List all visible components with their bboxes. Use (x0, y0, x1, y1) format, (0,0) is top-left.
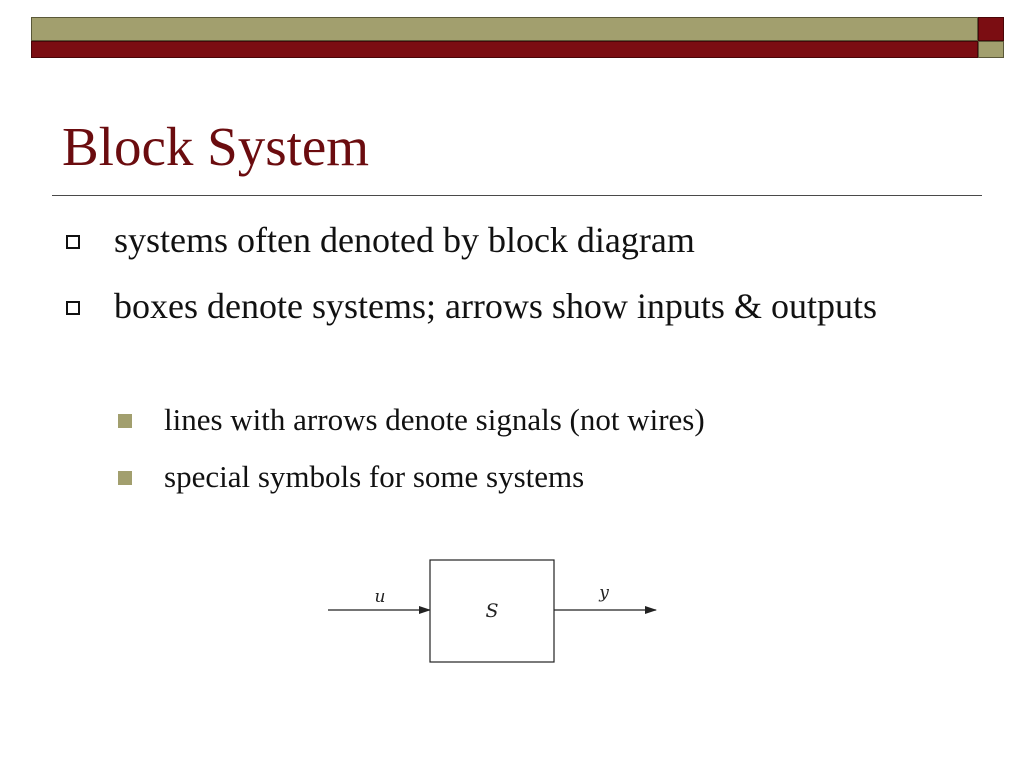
header-square-olive (978, 41, 1004, 58)
header-square-maroon (978, 17, 1004, 41)
hollow-square-bullet-icon (66, 301, 80, 315)
sub-bullet-text: special symbols for some systems (164, 459, 585, 494)
header-bar-maroon (31, 41, 978, 58)
output-label: y (598, 583, 609, 603)
bullet-item: boxes denote systems; arrows show inputs… (66, 280, 954, 332)
block-label: S (485, 600, 498, 622)
header-bar-olive (31, 17, 978, 41)
title-divider (52, 195, 982, 196)
block-diagram: u S y (328, 559, 657, 663)
input-label: u (375, 587, 386, 607)
slide-title: Block System (62, 116, 370, 177)
filled-square-bullet-icon (118, 414, 132, 428)
bullet-item: systems often denoted by block diagram (66, 214, 954, 266)
sub-bullet-item: lines with arrows denote signals (not wi… (118, 400, 964, 440)
hollow-square-bullet-icon (66, 235, 80, 249)
sub-bullet-item: special symbols for some systems (118, 457, 964, 497)
system-block (429, 559, 555, 663)
filled-square-bullet-icon (118, 471, 132, 485)
bullet-text: boxes denote systems; arrows show inputs… (114, 286, 877, 326)
bullet-text: systems often denoted by block diagram (114, 220, 695, 260)
sub-bullet-text: lines with arrows denote signals (not wi… (164, 402, 705, 437)
